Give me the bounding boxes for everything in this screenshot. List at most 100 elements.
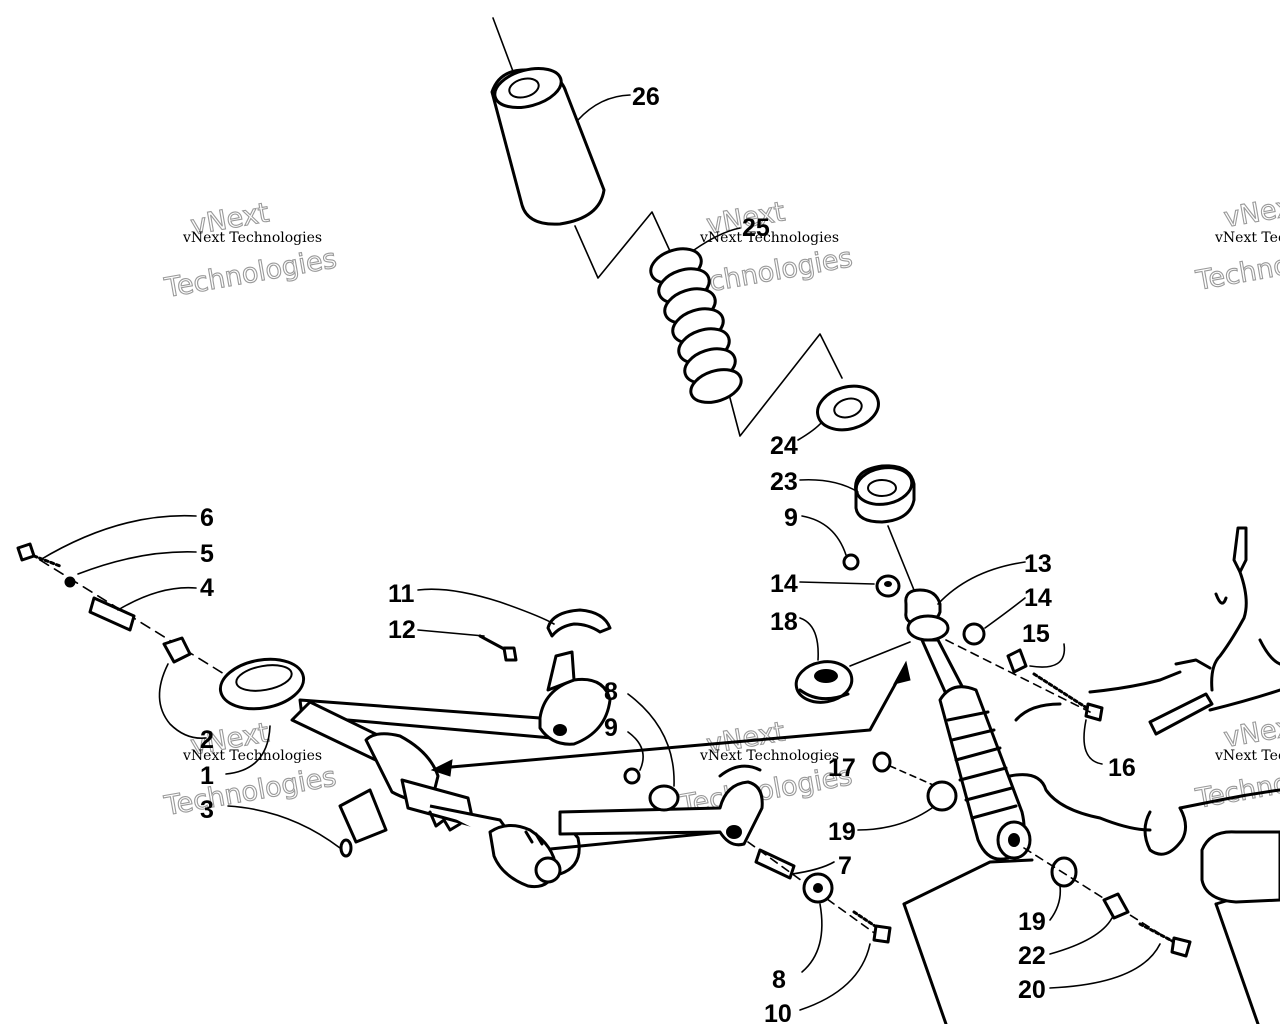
- callout-26: 26: [632, 83, 660, 111]
- shock-boot-part: [490, 17, 606, 226]
- bracket-line-d: [1214, 902, 1260, 1026]
- leader-7: [791, 861, 835, 875]
- callout-3: 3: [200, 796, 214, 824]
- leader-26: [577, 94, 631, 121]
- callout-14-right: 14: [1024, 584, 1052, 612]
- axis-line-17: [889, 765, 941, 789]
- callout-4: 4: [200, 574, 214, 602]
- axis-line-16: [945, 639, 1091, 713]
- callout-25: 25: [742, 214, 770, 242]
- leader-14-upper: [799, 581, 875, 585]
- leader-23: [799, 478, 859, 493]
- nut-8-lower: [802, 872, 834, 904]
- callout-12: 12: [388, 616, 416, 644]
- watermark-big-1: vNext: [1222, 190, 1280, 234]
- leader-18: [799, 617, 819, 661]
- leader-16: [1083, 719, 1103, 765]
- leader-13: [937, 561, 1026, 605]
- callout-10: 10: [764, 1000, 792, 1024]
- watermark-small: vNext Technologies: [699, 748, 839, 764]
- watermark-small: vNext Technologies: [182, 230, 322, 246]
- leader-10: [799, 943, 871, 1011]
- callout-8-upper: 8: [604, 678, 618, 706]
- nut-9-lower: [623, 767, 641, 785]
- bolt-10-part: [852, 910, 892, 944]
- callout-22: 22: [1018, 942, 1046, 970]
- upper-a-arm-part: [218, 650, 612, 746]
- nut-8-upper: [648, 784, 680, 812]
- callout-14-left: 14: [770, 570, 798, 598]
- watermark-big-2: Technologies: [162, 243, 339, 304]
- leader-6: [39, 514, 197, 561]
- leader-12: [417, 629, 485, 637]
- callout-15: 15: [1022, 620, 1050, 648]
- washer-24-part: [816, 384, 880, 432]
- leader-4: [117, 586, 197, 611]
- nut-9-upper: [842, 553, 860, 571]
- callout-23: 23: [770, 468, 798, 496]
- leader-14-right: [984, 597, 1026, 629]
- break-line-lower: [729, 333, 843, 437]
- break-line-upper: [574, 211, 676, 279]
- bushing-19-lower: [1050, 856, 1078, 888]
- bushing-2-part: [162, 636, 192, 664]
- callout-16: 16: [1108, 754, 1136, 782]
- callout-18: 18: [770, 608, 798, 636]
- leader-24: [797, 421, 823, 441]
- callout-20: 20: [1018, 976, 1046, 1004]
- callout-7: 7: [838, 852, 852, 880]
- callout-19-lower: 19: [1018, 908, 1046, 936]
- bolt-6-part: [16, 542, 62, 568]
- leader-19-lower: [1049, 885, 1062, 921]
- lower-a-arm-part: [558, 764, 764, 847]
- bracket-line-b: [902, 902, 948, 1026]
- leader-1: [225, 725, 271, 775]
- leader-20: [1049, 943, 1161, 989]
- leader-9-upper: [801, 515, 847, 556]
- leader-19-left: [857, 807, 933, 831]
- callout-11: 11: [388, 580, 415, 608]
- clamp-11-part: [546, 608, 612, 638]
- callout-9-lower: 9: [604, 714, 618, 742]
- leader-8-upper: [627, 693, 675, 787]
- callout-1: 1: [200, 762, 214, 790]
- watermark-small: vNext Technologies: [699, 230, 839, 246]
- right-edge-parts: [1088, 526, 1280, 904]
- watermark-small: vNext Technologies: [182, 748, 322, 764]
- bushing-19-left: [926, 780, 958, 812]
- sleeve-4: [88, 596, 136, 632]
- axis-line-left: [39, 559, 251, 691]
- leader-22: [1049, 917, 1113, 955]
- spacer-15: [1006, 648, 1028, 674]
- bolt-20-part: [1138, 922, 1192, 958]
- bushing-14-upper: [875, 574, 901, 598]
- callout-2: 2: [200, 726, 214, 754]
- pin-7: [754, 848, 796, 880]
- watermark-small: vNext Technologies: [1214, 748, 1280, 764]
- watermark-big-2: Technologies: [161, 761, 338, 822]
- leader-11: [417, 588, 555, 625]
- assembly-line: [887, 525, 915, 591]
- callout-5: 5: [200, 540, 214, 568]
- coil-spring-part: [649, 247, 743, 404]
- axis-line-lower: [1023, 847, 1177, 945]
- leader-25: [693, 227, 741, 251]
- nut-17-part: [872, 751, 892, 773]
- bushing-14-right: [962, 622, 986, 646]
- shock-absorber-part: [904, 588, 1152, 861]
- callout-24: 24: [770, 432, 798, 460]
- leader-5: [77, 551, 197, 575]
- callout-13: 13: [1024, 550, 1052, 578]
- watermark-small: vNext Technologies: [1214, 230, 1280, 246]
- leader-3: [227, 805, 341, 849]
- callout-9-upper: 9: [784, 504, 798, 532]
- bracket-line-a: [902, 858, 1034, 906]
- callout-6: 6: [200, 504, 214, 532]
- leader-2: [158, 663, 207, 740]
- bushing-18-part: [794, 660, 854, 704]
- leader-15: [1029, 643, 1066, 668]
- callout-8-lower: 8: [772, 966, 786, 994]
- sleeve-22: [1102, 892, 1130, 920]
- spring-seat-23-part: [854, 464, 916, 524]
